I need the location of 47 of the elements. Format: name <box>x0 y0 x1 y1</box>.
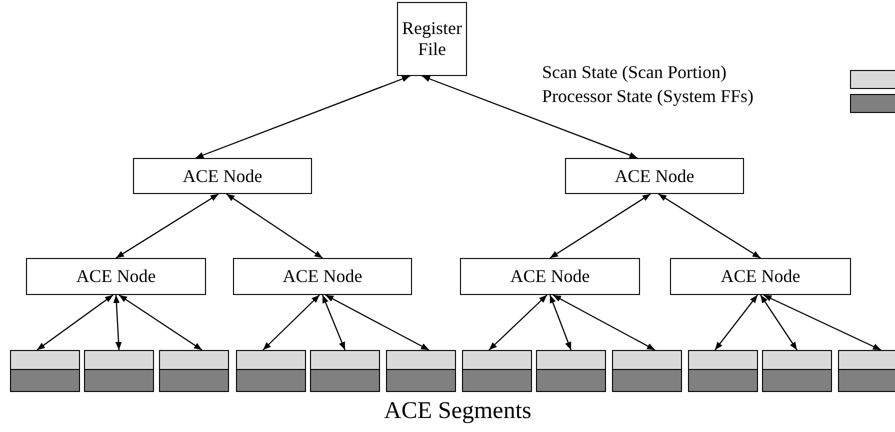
node-box <box>670 258 851 295</box>
node-label: Register File <box>401 18 463 60</box>
segment-box <box>612 350 682 392</box>
double-arrow <box>113 294 122 350</box>
node-box <box>565 158 744 194</box>
segment-box <box>310 350 380 392</box>
double-arrow <box>116 194 219 258</box>
double-arrow <box>195 75 410 159</box>
segment-box <box>462 350 532 392</box>
legend-label: Scan State (Scan Portion) <box>542 62 726 83</box>
double-arrow <box>322 294 346 350</box>
node-box <box>233 258 412 295</box>
segment-box <box>84 350 154 392</box>
node-box <box>133 158 312 194</box>
double-arrow <box>325 294 430 351</box>
double-arrow <box>549 294 572 350</box>
double-arrow <box>760 294 798 350</box>
segment-box <box>10 350 80 392</box>
node-box <box>460 258 640 295</box>
segment-box <box>159 350 229 392</box>
double-arrow <box>658 194 761 258</box>
node-label: ACE Node <box>614 166 694 186</box>
node-label: ACE Node <box>510 266 590 287</box>
double-arrow <box>552 294 656 351</box>
double-arrow <box>36 294 114 350</box>
double-arrow <box>226 194 323 258</box>
double-arrow <box>262 294 320 350</box>
double-arrow <box>763 294 882 351</box>
legend-label: Processor State (System FFs) <box>542 86 754 107</box>
double-arrow <box>118 294 202 350</box>
double-arrow <box>488 294 548 350</box>
segment-box <box>838 350 895 392</box>
double-arrow <box>422 75 638 159</box>
group-caption: ACE Segments <box>384 398 532 425</box>
double-arrow <box>550 194 651 258</box>
register-box <box>397 2 467 76</box>
segment-box <box>536 350 606 392</box>
node-label: ACE Node <box>282 266 362 287</box>
node-label: ACE Node <box>76 266 156 287</box>
double-arrow <box>714 294 758 350</box>
node-box <box>26 258 206 295</box>
segment-box <box>762 350 832 392</box>
segment-box <box>688 350 758 392</box>
node-label: ACE Node <box>720 266 800 287</box>
segment-box <box>386 350 456 392</box>
node-label: ACE Node <box>182 166 262 186</box>
segment-box <box>236 350 306 392</box>
